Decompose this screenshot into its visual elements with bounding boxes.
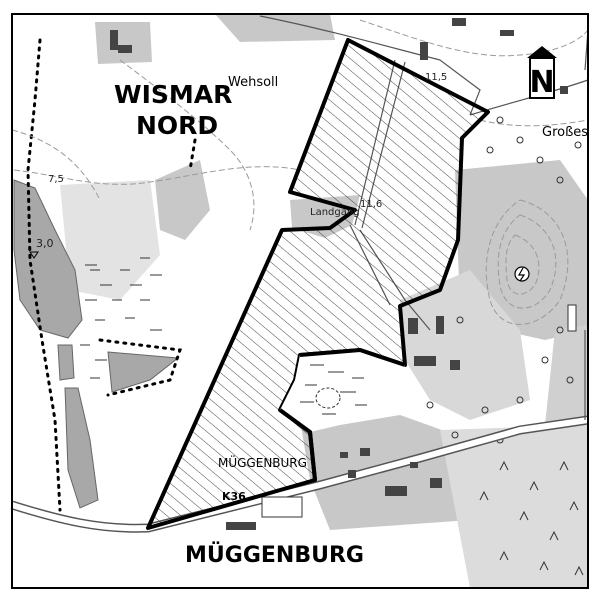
contour-lines [11, 19, 589, 325]
lake-west [13, 179, 83, 339]
place-label-nord: NORD [136, 111, 218, 140]
building [408, 318, 418, 334]
dotted-line-west [26, 38, 62, 512]
wetland-area [280, 350, 405, 432]
dotted-line-pond [98, 338, 183, 397]
building [436, 316, 444, 334]
building-outline [261, 496, 303, 518]
north-arrow-icon [527, 46, 557, 58]
label-elevation-point: 11,5 [425, 72, 447, 83]
building [420, 42, 428, 60]
gray-area-south-east [440, 425, 588, 588]
pond-south [64, 387, 99, 509]
place-label-grosses: Großes [542, 125, 588, 140]
building [118, 45, 132, 53]
place-label-mueggenburg: MÜGGENBURG [185, 542, 364, 568]
road-k36 [11, 417, 589, 532]
gray-area-north-west [95, 22, 152, 64]
building [452, 18, 466, 26]
place-label-mueggenburg-small: MÜGGENBURG [218, 454, 307, 470]
building [340, 452, 348, 458]
gray-area-east-edge [545, 325, 588, 430]
building [360, 448, 370, 456]
planning-area-edge [278, 408, 317, 481]
pond-small [57, 344, 75, 381]
building [414, 356, 436, 366]
north-arrow: N [527, 46, 557, 100]
water-bodies [13, 179, 180, 509]
building [450, 360, 460, 370]
power-station-icon [514, 266, 530, 282]
label-elevation-point: 11,6 [360, 199, 382, 210]
gray-area-wismar-north [155, 160, 210, 240]
building [410, 462, 418, 468]
map-border [11, 13, 589, 589]
building [110, 30, 118, 50]
buildings [110, 18, 568, 530]
pond-middle [107, 351, 180, 393]
tree-symbols [426, 116, 584, 576]
dotted-line-north [188, 138, 197, 172]
label-water-level: 3,0 [36, 237, 54, 250]
building [500, 30, 514, 36]
path-north [259, 15, 481, 116]
gray-area-east-mid [400, 270, 530, 420]
building [385, 486, 407, 496]
dotted-boundaries [26, 38, 197, 512]
water-level-marker-icon [29, 251, 39, 259]
place-label-wismar: WISMAR [114, 80, 232, 109]
label-road-k36: K36 [222, 490, 246, 503]
gray-area-north [215, 14, 335, 42]
planning-area-edge [299, 347, 406, 367]
building [348, 470, 356, 478]
place-label-wehsoll: Wehsoll [228, 75, 278, 90]
light-area-west [60, 180, 160, 300]
building [226, 522, 256, 530]
label-landgang: Landgang [310, 207, 360, 218]
north-arrow-letter: N [529, 65, 554, 100]
label-contour-elevation: 7,5 [48, 174, 64, 185]
building [430, 478, 442, 488]
building [560, 86, 568, 94]
wetland-marsh-symbols [300, 364, 367, 415]
building-outline [567, 304, 577, 332]
gray-areas [60, 14, 588, 588]
